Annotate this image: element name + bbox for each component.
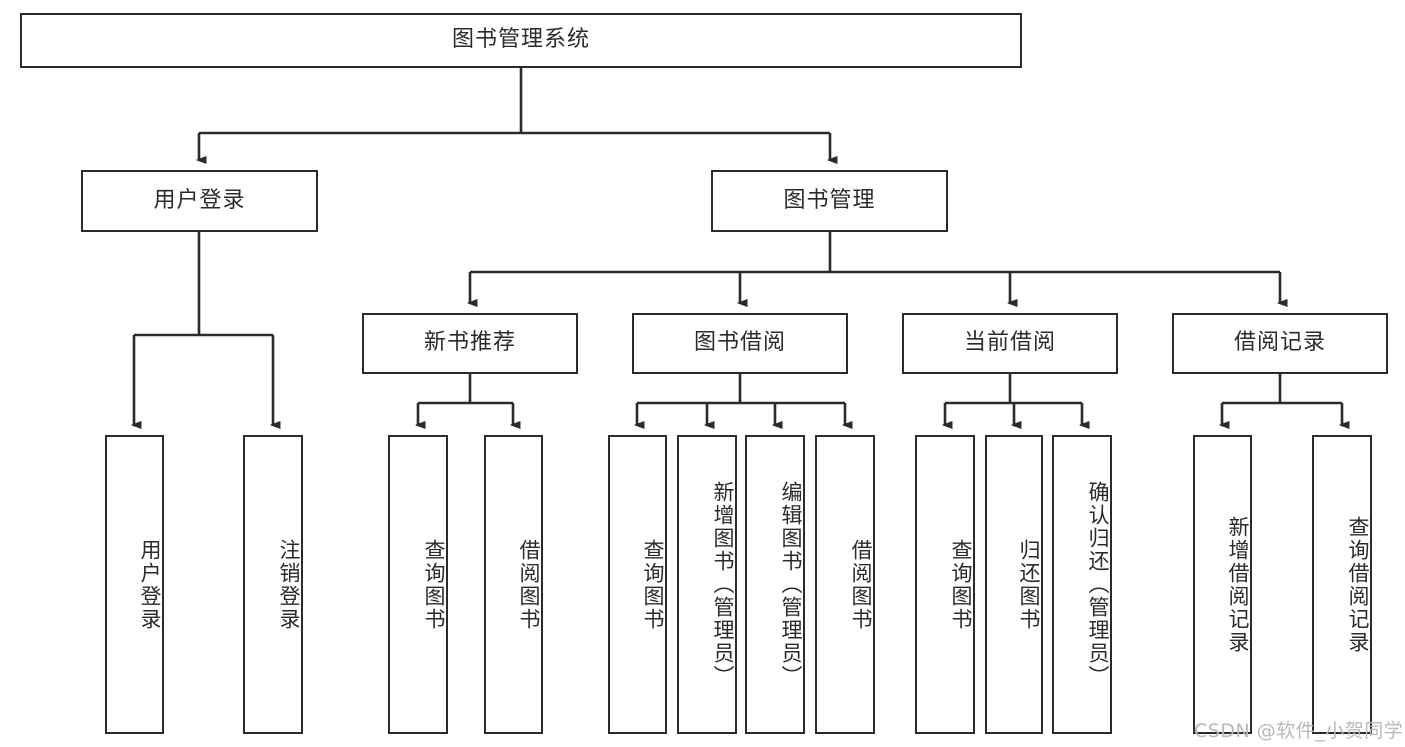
node-label: 新增图书（管理员）	[711, 481, 735, 688]
edges-root-to-level2	[199, 68, 830, 160]
edges-userlogin-to-leaves	[134, 232, 273, 425]
leaf-current-borrow-confirm-return[interactable]: 确认归还（管理员）	[1052, 435, 1112, 734]
edges-borrowrecord-to-leaves	[1222, 374, 1342, 425]
edges-currentborrow-to-leaves	[945, 374, 1082, 425]
node-book-borrow[interactable]: 图书借阅	[632, 313, 848, 374]
node-label: 图书管理系统	[451, 27, 590, 53]
node-current-borrow[interactable]: 当前借阅	[902, 313, 1118, 374]
node-label: 确认归还（管理员）	[1086, 481, 1110, 688]
leaf-user-login-logout[interactable]: 注销登录	[243, 435, 303, 734]
leaf-book-borrow-edit[interactable]: 编辑图书（管理员）	[745, 435, 805, 734]
leaf-borrow-record-add[interactable]: 新增借阅记录	[1193, 435, 1252, 734]
node-label: 查询图书	[422, 538, 446, 631]
node-label: 归还图书	[1017, 538, 1041, 631]
node-label: 借阅图书	[849, 538, 873, 631]
node-label: 查询图书	[641, 538, 665, 631]
leaf-book-borrow-borrow[interactable]: 借阅图书	[815, 435, 875, 734]
node-label: 新书推荐	[423, 330, 516, 356]
edges-bookmgmt-to-level3	[470, 232, 1280, 303]
node-label: 借阅图书	[517, 538, 541, 631]
node-label: 编辑图书（管理员）	[779, 481, 803, 688]
node-new-book-recommend[interactable]: 新书推荐	[362, 313, 578, 374]
node-label: 查询借阅记录	[1346, 515, 1370, 654]
leaf-new-book-query[interactable]: 查询图书	[388, 435, 448, 734]
node-label: 注销登录	[277, 538, 301, 631]
node-label: 图书借阅	[693, 330, 786, 356]
node-borrow-record[interactable]: 借阅记录	[1172, 313, 1388, 374]
leaf-current-borrow-return[interactable]: 归还图书	[985, 435, 1043, 734]
node-label: 当前借阅	[963, 330, 1056, 356]
edges-newbook-to-leaves	[418, 374, 513, 425]
leaf-book-borrow-add[interactable]: 新增图书（管理员）	[677, 435, 737, 734]
leaf-user-login-login[interactable]: 用户登录	[105, 435, 164, 734]
edges-bookborrow-to-leaves	[637, 374, 845, 425]
node-label: 新增借阅记录	[1226, 515, 1250, 654]
leaf-borrow-record-query[interactable]: 查询借阅记录	[1312, 435, 1372, 734]
node-label: 查询图书	[949, 538, 973, 631]
node-label: 用户登录	[153, 187, 246, 213]
node-root-system[interactable]: 图书管理系统	[20, 13, 1022, 68]
node-label: 用户登录	[138, 538, 162, 631]
node-label: 图书管理	[783, 187, 876, 213]
node-user-login[interactable]: 用户登录	[81, 170, 318, 232]
leaf-book-borrow-query[interactable]: 查询图书	[608, 435, 667, 734]
leaf-current-borrow-query[interactable]: 查询图书	[915, 435, 975, 734]
node-label: 借阅记录	[1233, 330, 1326, 356]
node-book-management[interactable]: 图书管理	[711, 170, 948, 232]
leaf-new-book-borrow[interactable]: 借阅图书	[484, 435, 543, 734]
